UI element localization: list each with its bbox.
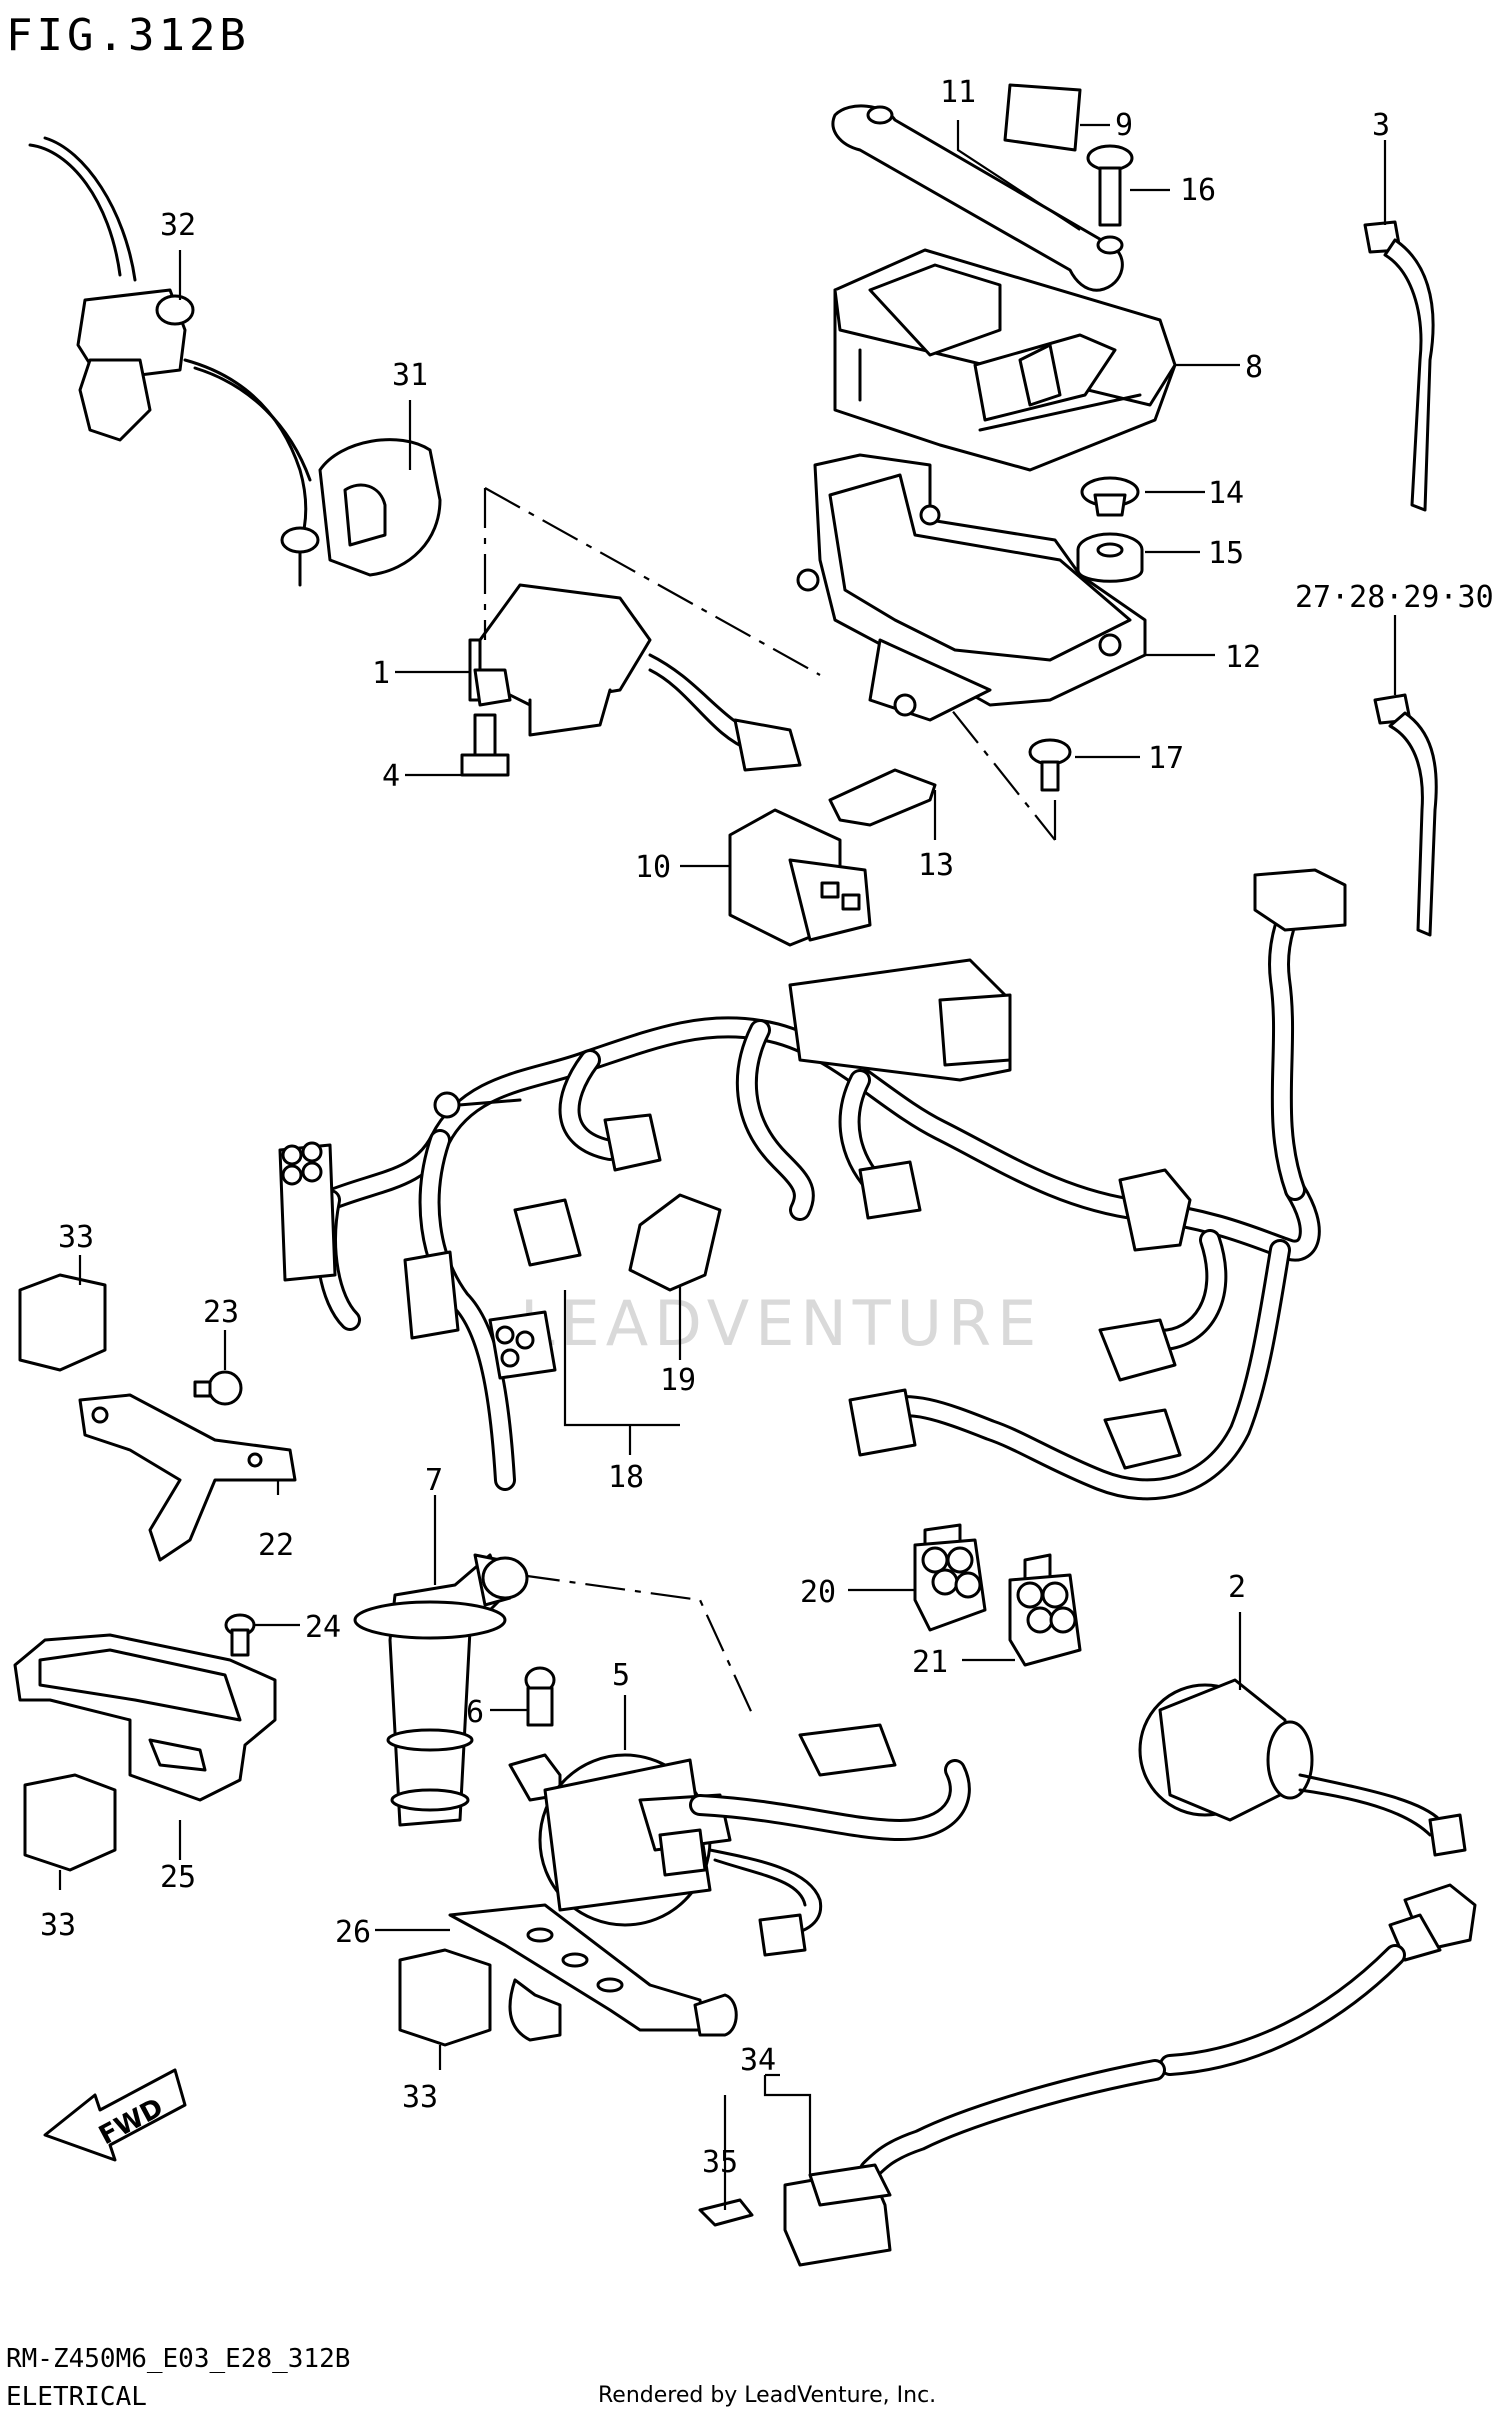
label-21: 21 [912, 1645, 948, 1680]
leader-18 [563, 1290, 680, 1427]
part-31-cover [280, 438, 442, 587]
part-10-relay [728, 808, 872, 947]
part-14-grommet [1080, 476, 1140, 517]
part-11-band [831, 104, 1124, 292]
ref-line [519, 1573, 756, 1721]
part-33-pad-bottom [398, 1948, 492, 2047]
fwd-arrow-icon: FWD [43, 2068, 187, 2162]
part-18-wiring-harness [278, 868, 1347, 1501]
label-10: 10 [635, 850, 671, 885]
label-15: 15 [1208, 536, 1244, 571]
part-23-screw [193, 1370, 243, 1406]
part-3-cable-tie [1363, 220, 1435, 512]
label-20: 20 [800, 1575, 836, 1610]
part-6-screw [524, 1666, 556, 1727]
label-34: 34 [740, 2043, 776, 2078]
label-33-mid: 33 [40, 1908, 76, 1943]
label-1: 1 [372, 656, 390, 691]
part-16-screw [1086, 144, 1134, 227]
part-1-cdi-unit [468, 583, 802, 772]
label-19: 19 [660, 1363, 696, 1398]
label-33-top: 33 [58, 1220, 94, 1255]
label-13: 13 [918, 848, 954, 883]
figure-title: FIG.312B [6, 10, 250, 61]
part-15-damper [1076, 532, 1144, 583]
part-7-spark-plug-cap [353, 1553, 529, 1827]
label-11: 11 [940, 75, 976, 110]
part-4-bolt [460, 713, 510, 777]
render-credit: Rendered by LeadVenture, Inc. [598, 2383, 936, 2408]
part-17-screw [1028, 738, 1072, 792]
label-26: 26 [335, 1915, 371, 1950]
leader-lines [58, 120, 1397, 2210]
part-25-bracket [13, 1633, 277, 1802]
part-8-ecm [833, 248, 1177, 472]
part-labels: 32 31 1 4 11 9 16 8 14 15 12 17 13 10 3 … [40, 75, 1494, 2180]
part-35-fuse [698, 2198, 754, 2227]
label-27-30: 27·28·29·30 [1295, 580, 1494, 615]
label-24: 24 [305, 1610, 341, 1645]
part-21-fuse-holder [1008, 1553, 1082, 1667]
label-35: 35 [702, 2145, 738, 2180]
label-6: 6 [466, 1695, 484, 1730]
label-23: 23 [203, 1295, 239, 1330]
label-32: 32 [160, 208, 196, 243]
label-2: 2 [1228, 1570, 1246, 1605]
part-33-pad-mid [23, 1773, 117, 1872]
part-19-connector [628, 1193, 722, 1292]
label-14: 14 [1208, 476, 1244, 511]
part-22-bracket [78, 1393, 297, 1562]
label-31: 31 [392, 358, 428, 393]
label-3: 3 [1372, 108, 1390, 143]
part-13-clip [828, 768, 937, 827]
part-5-ignition-coil [508, 1723, 971, 1957]
label-22: 22 [258, 1528, 294, 1563]
label-5: 5 [612, 1658, 630, 1693]
label-16: 16 [1180, 173, 1216, 208]
part-9-pad [1003, 83, 1082, 152]
label-8: 8 [1245, 350, 1263, 385]
label-9: 9 [1115, 108, 1133, 143]
model-code: RM-Z450M6_E03_E28_312B [6, 2344, 350, 2374]
label-17: 17 [1148, 741, 1184, 776]
part-34-sub-harness [783, 1883, 1477, 2267]
ref-line [484, 487, 821, 676]
part-2-sensor [1138, 1678, 1467, 1857]
label-12: 12 [1225, 640, 1261, 675]
label-7: 7 [425, 1463, 443, 1498]
part-24-screw [224, 1613, 256, 1657]
label-18: 18 [608, 1460, 644, 1495]
part-32-engine-stop-switch [28, 136, 312, 547]
part-27-30-cable-tie [1373, 693, 1438, 937]
label-4: 4 [382, 759, 400, 794]
watermark: LEADVENTURE [520, 1287, 1042, 1360]
part-33-pad-top [18, 1273, 107, 1372]
part-26-plate [448, 1903, 738, 2042]
label-25: 25 [160, 1860, 196, 1895]
section-name: ELETRICAL [6, 2382, 147, 2412]
part-12-ecm-bracket [796, 453, 1147, 722]
label-33-bottom: 33 [402, 2080, 438, 2115]
part-20-fuse-holder [913, 1523, 987, 1632]
